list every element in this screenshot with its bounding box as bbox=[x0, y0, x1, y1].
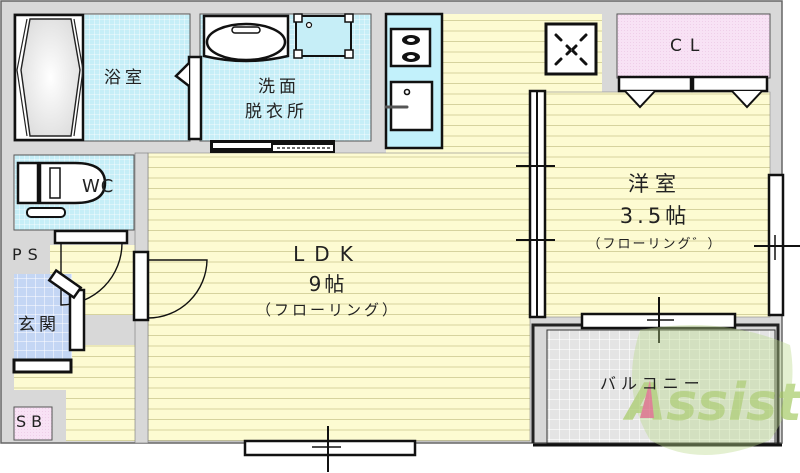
western-room-east-window[interactable] bbox=[754, 173, 800, 317]
closet-floor bbox=[616, 13, 771, 79]
western-room-label-group: 洋室 3.5帖 （フローリング゛） bbox=[560, 168, 750, 252]
washbasin-icon bbox=[202, 14, 290, 63]
western-room-floor bbox=[539, 91, 771, 318]
stove-burner-icon bbox=[402, 35, 420, 62]
ldk-south-window[interactable] bbox=[243, 426, 417, 472]
kitchen-counter bbox=[384, 12, 444, 150]
toilet-icon bbox=[16, 161, 107, 218]
western-room-size: 3.5帖 bbox=[619, 204, 691, 228]
washroom-label-line2: 脱衣所 bbox=[245, 102, 308, 122]
pipe-space-label: PS bbox=[12, 245, 44, 264]
balcony-floor bbox=[546, 329, 776, 444]
ventilation-fan-icon bbox=[544, 22, 598, 76]
bathroom-door[interactable] bbox=[174, 55, 203, 141]
balcony-window[interactable] bbox=[580, 297, 737, 343]
bathtub-icon bbox=[13, 13, 85, 142]
assist-watermark: Assist bbox=[622, 325, 800, 455]
entrance-door[interactable] bbox=[12, 268, 86, 374]
washroom-sliding-door[interactable] bbox=[210, 140, 335, 153]
western-room-label: 洋室 bbox=[628, 172, 682, 196]
shoe-box-label: SB bbox=[16, 412, 48, 431]
balcony-label: バルコニー bbox=[600, 374, 705, 393]
washroom-label-line1: 洗面 bbox=[258, 77, 300, 97]
ldk-door[interactable] bbox=[132, 250, 208, 322]
ldk-label-group: LDK 9帖 （フローリング） bbox=[228, 242, 428, 320]
toilet-door[interactable] bbox=[53, 229, 129, 306]
toilet-label: WC bbox=[82, 176, 115, 197]
western-room-flooring: （フローリング゛） bbox=[587, 237, 723, 252]
western-room-sliding-door[interactable] bbox=[516, 89, 555, 319]
shoe-box bbox=[13, 406, 53, 441]
hallway-corner-floor bbox=[66, 390, 135, 441]
entrance-label: 玄関 bbox=[18, 315, 60, 335]
closet-label: CL bbox=[670, 36, 708, 56]
ldk-label: LDK bbox=[293, 242, 363, 266]
bathroom-label: 浴室 bbox=[104, 68, 146, 88]
ldk-flooring: （フローリング） bbox=[255, 301, 400, 319]
washing-machine-icon bbox=[293, 13, 354, 59]
ldk-size: 9帖 bbox=[308, 272, 348, 296]
ldk-floor bbox=[147, 152, 531, 442]
closet-doors[interactable] bbox=[617, 75, 769, 109]
